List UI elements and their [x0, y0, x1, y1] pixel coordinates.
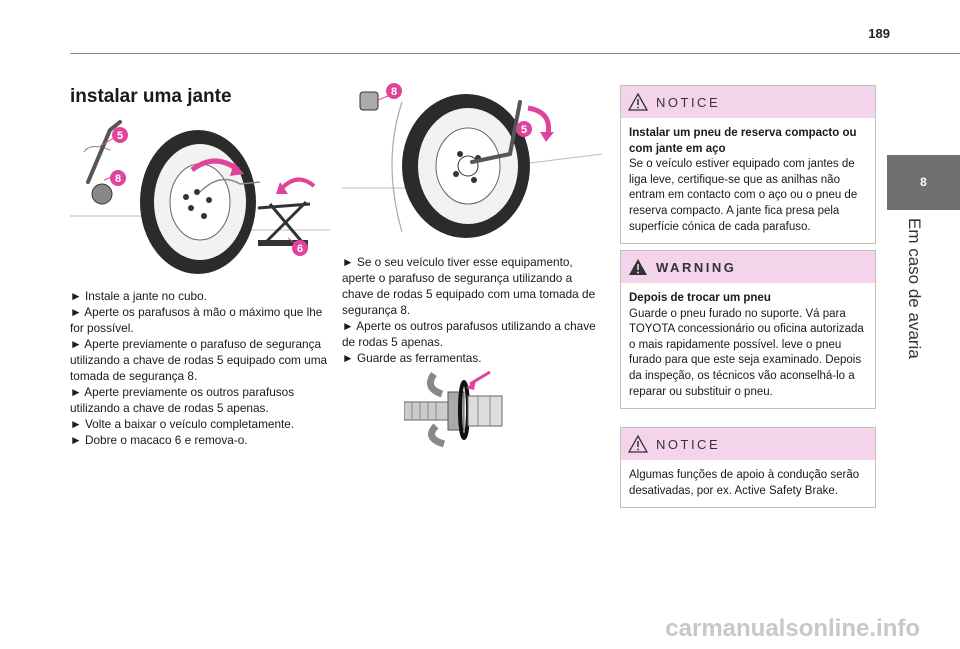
warning-label: WARNING: [656, 259, 737, 275]
notice-header: NOTICE: [621, 86, 875, 118]
step-text: ► Aperte os parafusos à mão o máximo que…: [70, 305, 323, 335]
step-text: ► Dobre o macaco 6 e remova-o.: [70, 433, 248, 447]
notice-text: Algumas funções de apoio à condução serã…: [629, 469, 860, 497]
step-text: ► Aperte os outros parafusos utilizando …: [342, 319, 596, 349]
warning-box: WARNING Depois de trocar um pneu Guarde …: [620, 250, 876, 410]
page-number: 189: [868, 26, 890, 41]
bolt-tightening-illustration: 8 5: [342, 83, 602, 238]
warning-header: WARNING: [621, 251, 875, 283]
svg-text:5: 5: [521, 124, 527, 136]
warning-text: Guarde o pneu furado no suporte. Vá para…: [629, 307, 864, 398]
step-text: ► Volte a baixar o veículo completamente…: [70, 417, 295, 431]
notice-box: NOTICE Algumas funções de apoio à conduç…: [620, 427, 876, 509]
step-text: ► Se o seu veículo tiver esse equipament…: [342, 255, 596, 317]
header-rule: [70, 53, 960, 54]
chapter-number: 8: [920, 175, 927, 189]
svg-text:8: 8: [391, 86, 397, 98]
callout-8: 8: [110, 170, 126, 186]
notice-box: NOTICE Instalar um pneu de reserva compa…: [620, 85, 876, 245]
section-title: instalar uma jante: [70, 86, 232, 107]
callout-6: 6: [292, 240, 308, 256]
step-text: ► Guarde as ferramentas.: [342, 351, 482, 365]
left-instructions: ► Instale a jante no cubo. ► Aperte os p…: [70, 288, 328, 448]
callout-5: 5: [112, 127, 128, 143]
callout-8: 8: [386, 83, 402, 99]
warning-heading: Depois de trocar um pneu: [629, 292, 771, 304]
svg-text:5: 5: [117, 130, 123, 142]
notice-label: NOTICE: [656, 94, 721, 110]
notice-text: Se o veículo estiver equipado com jantes…: [629, 158, 858, 233]
svg-text:8: 8: [115, 173, 121, 185]
step-text: ► Instale a jante no cubo.: [70, 289, 207, 303]
middle-instructions: ► Se o seu veículo tiver esse equipament…: [342, 254, 604, 366]
bolt-washer-illustration: [404, 370, 503, 448]
svg-text:6: 6: [297, 243, 303, 255]
notice-label: NOTICE: [656, 436, 721, 452]
watermark: carmanualsonline.info: [665, 615, 920, 642]
warning-triangle-icon: [629, 259, 647, 275]
wheel-installation-illustration: 5 8 6: [70, 120, 330, 274]
notice-heading: Instalar um pneu de reserva compacto ou …: [629, 127, 857, 155]
caution-triangle-icon: [628, 435, 648, 453]
callout-5: 5: [516, 121, 532, 137]
chapter-tab[interactable]: 8: [887, 155, 960, 210]
step-text: ► Aperte previamente o parafuso de segur…: [70, 337, 328, 383]
notice-header: NOTICE: [621, 428, 875, 460]
caution-triangle-icon: [628, 93, 648, 111]
step-text: ► Aperte previamente os outros parafusos…: [70, 385, 295, 415]
chapter-title: Em caso de avaria: [905, 218, 924, 359]
